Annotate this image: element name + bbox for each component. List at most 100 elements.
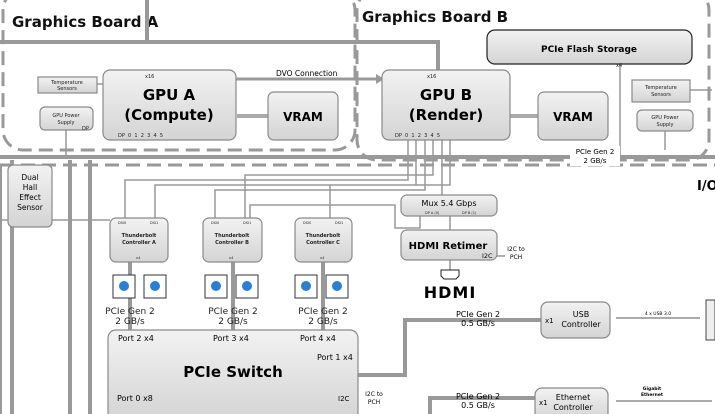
diagram-label: PCIe Switch	[183, 363, 283, 381]
diagram-label: PCH	[510, 254, 522, 261]
gpu-power-supply-b	[636, 109, 694, 132]
diagram-label: Ethernet	[641, 392, 664, 398]
board-a-title: Graphics Board A	[12, 13, 159, 31]
diagram-label: DP	[82, 126, 89, 132]
diagram-label: Port 3 x4	[213, 334, 249, 343]
diagram-shape	[119, 281, 129, 291]
io-title: I/O	[697, 179, 715, 194]
diagram-label: DSI0	[211, 221, 219, 225]
diagram-label: Controller C	[306, 240, 340, 246]
diagram-label: (Render)	[409, 106, 483, 124]
thunderbolt-port-icon	[294, 274, 318, 299]
gpu-a	[102, 69, 237, 141]
diagram-shape	[150, 281, 160, 291]
diagram-label: Effect	[19, 193, 41, 202]
diagram-label: 4 x USB 3.0	[645, 311, 671, 317]
diagram-label: Controller A	[122, 240, 156, 246]
diagram-label: Thunderbolt	[215, 233, 250, 239]
diagram-shape	[376, 74, 384, 84]
diagram-label: Sensors	[57, 86, 77, 92]
dvo-label: DVO Connection	[276, 69, 338, 78]
diagram-label: Supply	[656, 122, 673, 128]
diagram-label: GPU Power	[52, 113, 80, 119]
diagram-label: VRAM	[283, 110, 323, 124]
diagram-shape	[332, 281, 342, 291]
diagram-shape	[570, 146, 620, 166]
diagram-label: PCIe Gen 2	[456, 310, 500, 319]
diagram-label: PCIe Gen 2	[576, 148, 615, 156]
diagram-label: Port 2 x4	[118, 334, 154, 343]
diagram-label: Port 1 x4	[317, 353, 353, 362]
diagram-label: Controller	[553, 403, 593, 412]
diagram-shape	[202, 217, 263, 263]
diagram-label: Controller B	[215, 240, 249, 246]
diagram-shape	[428, 396, 535, 414]
diagram-label: PCH	[368, 399, 380, 406]
diagram-shape	[249, 204, 421, 229]
diagram-label: Port 0 x8	[117, 394, 153, 403]
diagram-shape	[294, 217, 353, 263]
dual-hall-effect-sensor	[7, 164, 53, 228]
diagram-label: x16	[427, 74, 436, 80]
thunderbolt-port-icon	[112, 274, 136, 299]
diagram-label: I2C to	[507, 246, 525, 253]
diagram-label: DP A (0)	[425, 211, 440, 215]
diagram-shape	[211, 281, 221, 291]
diagram-label: VRAM	[553, 110, 593, 124]
diagram-label: Temperature	[50, 80, 83, 86]
diagram-label: Dual	[21, 173, 38, 182]
hdmi-retimer	[400, 229, 498, 261]
graphics-board-a-outline	[1, 0, 357, 152]
temperature-sensors-a	[37, 76, 98, 94]
diagram-shape	[109, 217, 169, 263]
temperature-sensors-b	[631, 79, 691, 103]
diagram-label: PCIe Gen 2	[208, 307, 258, 317]
hdmi-logo: HDMI	[424, 283, 477, 302]
diagram-label: DP B (1)	[462, 211, 477, 215]
diagram-label: x1	[539, 399, 548, 407]
thunderbolt-port-icon	[204, 274, 228, 299]
pcie-switch	[107, 329, 359, 414]
hdmi-port-icon	[440, 269, 460, 280]
diagram-label: I2C	[482, 252, 493, 260]
diagram-label: I2C	[338, 395, 350, 403]
gpu-power-supply-a	[39, 106, 94, 131]
mux	[400, 194, 498, 217]
diagram-label: Port 4 x4	[300, 334, 336, 343]
diagram-label: 0.5 GB/s	[461, 401, 495, 410]
diagram-shape	[0, 160, 92, 414]
pcie-flash-storage	[486, 29, 693, 65]
diagram-label: GPU Power	[651, 115, 679, 121]
diagram-label: GPU A	[143, 86, 196, 104]
diagram-label: I2C to	[365, 391, 383, 398]
diagram-label: 0.5 GB/s	[461, 319, 495, 328]
diagram-label: 2 GB/s	[115, 317, 145, 327]
diagram-label: Ethernet	[556, 393, 590, 402]
diagram-label: x1	[545, 317, 554, 325]
diagram-label: PCIe Flash Storage	[541, 45, 637, 55]
diagram-shape	[65, 83, 712, 157]
thunderbolt-ports	[112, 274, 349, 299]
board-b-title: Graphics Board B	[362, 8, 508, 26]
diagram-label: Temperature	[644, 85, 677, 91]
thunderbolt-port-icon	[143, 274, 167, 299]
diagram-label: Supply	[57, 120, 74, 126]
diagram-label: HDMI Retimer	[409, 241, 488, 252]
diagram-label: x16	[145, 74, 154, 80]
diagram-shape	[301, 281, 311, 291]
diagram-shape	[358, 318, 541, 377]
vram-b	[537, 91, 609, 141]
diagram-label: PCIe Gen 2	[298, 307, 348, 317]
diagram-label: 2 GB/s	[308, 317, 338, 327]
diagram-label: DSI1	[335, 221, 343, 225]
thunderbolt-port-icon	[235, 274, 259, 299]
diagram-shape	[616, 317, 712, 402]
gpu-b	[381, 69, 511, 141]
diagram-label: DSI1	[150, 221, 158, 225]
graphics-board-b-outline	[355, 0, 711, 162]
diagram-label: Thunderbolt	[306, 233, 341, 239]
diagram-label: x4	[616, 63, 622, 69]
diagram-label: Gigabit	[643, 386, 662, 392]
